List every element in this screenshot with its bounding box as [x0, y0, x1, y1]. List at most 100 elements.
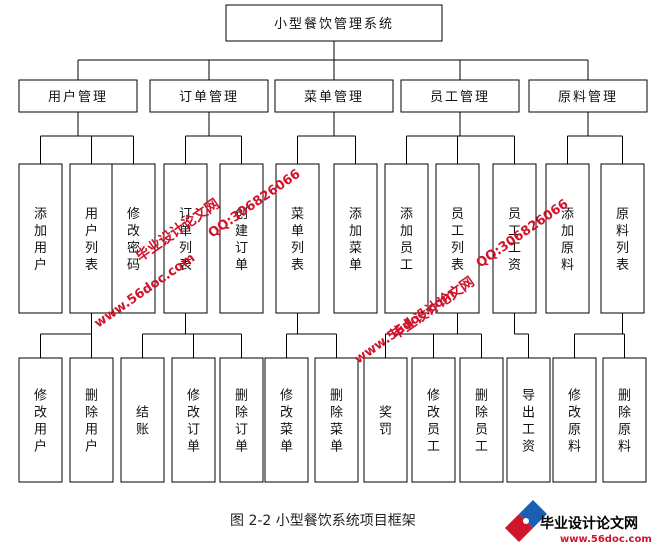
function-node: 员工列表 [435, 163, 480, 314]
module-node: 订单管理 [149, 79, 269, 113]
function-node-frame [163, 163, 208, 314]
sub-function-node-label: 奖罚 [379, 406, 392, 438]
module-node-label: 原料管理 [558, 90, 618, 105]
root-node-frame [225, 4, 443, 42]
sub-function-node-label: 修改订单 [187, 389, 200, 455]
sub-function-node-label: 导出工资 [522, 389, 535, 455]
logo-url: www.56doc.com [560, 534, 652, 545]
function-node: 订单列表 [163, 163, 208, 314]
sub-function-node: 删除菜单 [314, 357, 359, 483]
sub-function-node-label: 删除原料 [618, 389, 631, 455]
sub-function-node: 删除原料 [602, 357, 647, 483]
sub-function-node-label: 修改用户 [34, 389, 47, 455]
sub-function-node-frame [552, 357, 597, 483]
sub-function-node-frame [602, 357, 647, 483]
module-node: 菜单管理 [274, 79, 394, 113]
function-node: 用户列表 [69, 163, 114, 314]
module-node: 用户管理 [18, 79, 138, 113]
module-node-label: 订单管理 [179, 90, 239, 105]
function-node-label: 订单列表 [179, 207, 192, 273]
sub-function-node-label: 修改员工 [427, 389, 440, 455]
figure-caption: 图 2-2 小型餐饮系统项目框架 [230, 513, 416, 529]
function-node-label: 添加员工 [400, 207, 413, 273]
function-node: 修改密码 [111, 163, 156, 314]
sub-function-node-label: 删除订单 [235, 389, 248, 455]
sub-function-node: 奖罚 [363, 357, 408, 483]
function-node: 员工工资 [492, 163, 537, 314]
sub-function-node: 删除员工 [459, 357, 504, 483]
function-node-frame [384, 163, 429, 314]
function-node-frame [492, 163, 537, 314]
module-node-frame [274, 79, 394, 113]
function-node-label: 创建订单 [235, 207, 248, 273]
function-node-frame [18, 163, 63, 314]
function-node-label: 原料列表 [616, 207, 629, 273]
sub-function-node-frame [459, 357, 504, 483]
function-node-label: 添加菜单 [349, 207, 362, 273]
function-node: 添加员工 [384, 163, 429, 314]
sub-function-node: 修改订单 [171, 357, 216, 483]
function-node-frame [69, 163, 114, 314]
sub-function-node-frame [411, 357, 456, 483]
module-node: 员工管理 [400, 79, 520, 113]
function-node: 添加菜单 [333, 163, 378, 314]
function-node: 菜单列表 [275, 163, 320, 314]
function-node-label: 员工列表 [451, 207, 464, 273]
root-node-label: 小型餐饮管理系统 [274, 16, 394, 32]
module-node-frame [18, 79, 138, 113]
sub-function-node-label: 修改菜单 [280, 389, 293, 455]
function-node-label: 添加原料 [561, 207, 574, 273]
sub-function-node-frame [120, 357, 165, 483]
function-node-frame [275, 163, 320, 314]
function-node: 添加原料 [545, 163, 590, 314]
sub-function-node-label: 删除用户 [85, 389, 98, 455]
sub-function-node-label: 删除员工 [475, 389, 488, 455]
module-node-label: 用户管理 [48, 89, 108, 105]
module-node-label: 员工管理 [430, 90, 490, 105]
function-node-label: 用户列表 [85, 207, 98, 273]
function-node-frame [219, 163, 264, 314]
sub-function-node: 删除用户 [69, 357, 114, 483]
sub-function-node-frame [219, 357, 264, 483]
function-node: 原料列表 [600, 163, 645, 314]
sub-function-node: 修改菜单 [264, 357, 309, 483]
function-node-frame [545, 163, 590, 314]
function-node-frame [333, 163, 378, 314]
function-node: 添加用户 [18, 163, 63, 314]
sub-function-node: 修改员工 [411, 357, 456, 483]
root-node: 小型餐饮管理系统 [225, 4, 443, 42]
module-node: 原料管理 [528, 79, 648, 113]
sub-function-node-frame [18, 357, 63, 483]
module-node-frame [400, 79, 520, 113]
brand-logo: 毕业设计论文网 www.56doc.com [505, 500, 652, 545]
sub-function-node: 导出工资 [506, 357, 551, 483]
module-node-frame [528, 79, 648, 113]
sub-function-node-label: 修改原料 [568, 389, 581, 455]
sub-function-node: 删除订单 [219, 357, 264, 483]
function-node-frame [600, 163, 645, 314]
sub-function-node-frame [363, 357, 408, 483]
function-node-label: 添加用户 [34, 207, 47, 273]
function-node: 创建订单 [219, 163, 264, 314]
sub-function-node-frame [264, 357, 309, 483]
module-node-label: 菜单管理 [304, 90, 364, 105]
logo-mark-icon [505, 500, 547, 542]
logo-name: 毕业设计论文网 [540, 515, 638, 532]
function-node-label: 员工工资 [508, 207, 521, 273]
module-node-frame [149, 79, 269, 113]
sub-function-node-frame [69, 357, 114, 483]
sub-function-node-label: 结账 [136, 406, 149, 438]
connector-lines [40, 41, 625, 358]
sub-function-node: 修改用户 [18, 357, 63, 483]
function-node-frame [435, 163, 480, 314]
sub-function-node-frame [506, 357, 551, 483]
function-node-label: 修改密码 [127, 207, 140, 273]
function-node-label: 菜单列表 [291, 207, 304, 273]
function-node-frame [111, 163, 156, 314]
sub-function-node: 结账 [120, 357, 165, 483]
sub-function-node: 修改原料 [552, 357, 597, 483]
sub-function-node-frame [171, 357, 216, 483]
sub-function-node-frame [314, 357, 359, 483]
